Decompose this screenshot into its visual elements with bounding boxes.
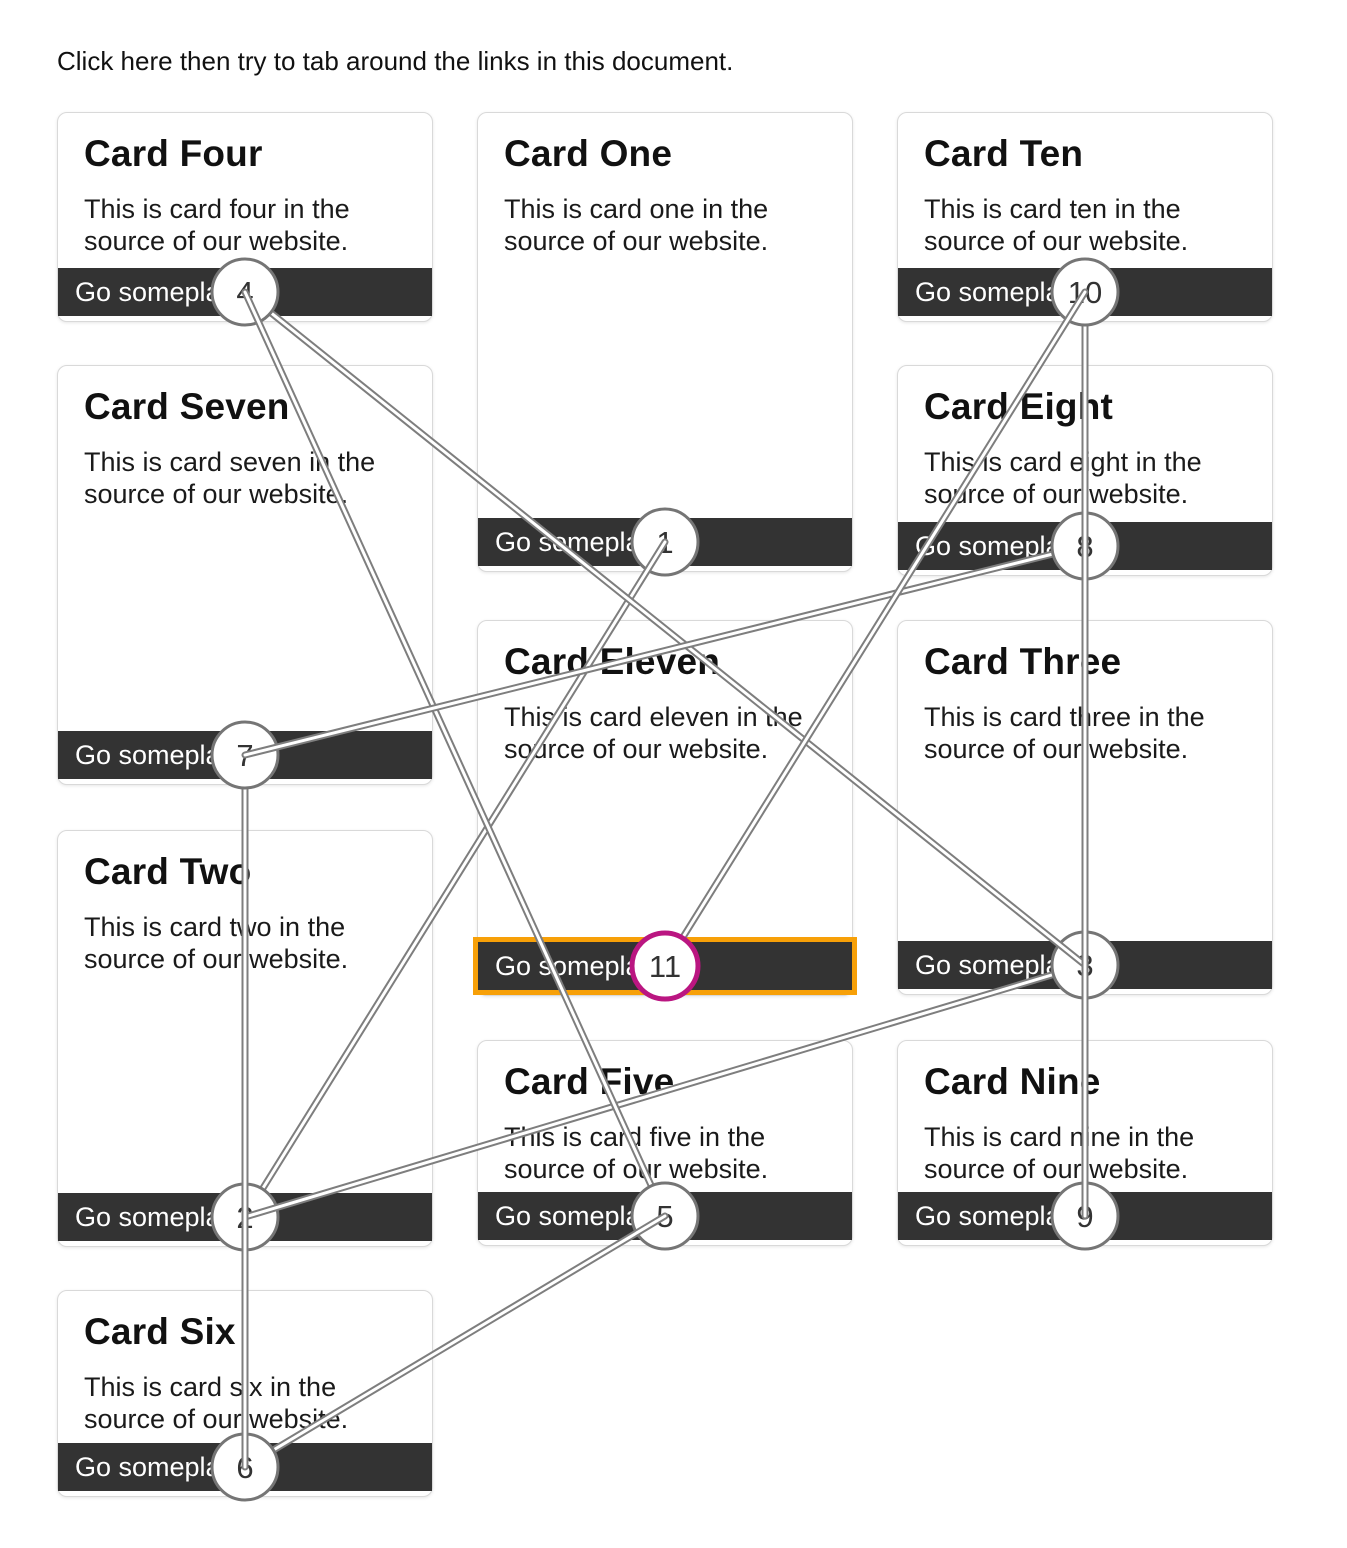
card-title: Card Three: [924, 641, 1122, 682]
card-title: Card Five: [504, 1061, 675, 1102]
card-title: Card Two: [84, 851, 252, 892]
card-five: Card Five This is card five in the sourc…: [477, 1040, 853, 1246]
card-eight: Card Eight This is card eight in the sou…: [897, 365, 1273, 576]
go-someplace-link[interactable]: Go someplace: [898, 941, 1272, 989]
card-eleven: Card Eleven This is card eleven in the s…: [473, 620, 857, 996]
card-three: Card Three This is card three in the sou…: [897, 620, 1273, 995]
go-someplace-link[interactable]: Go someplace: [58, 1443, 432, 1491]
go-someplace-link[interactable]: Go someplace: [58, 268, 432, 316]
card-title: Card Seven: [84, 386, 290, 427]
card-four: Card Four This is card four in the sourc…: [57, 112, 433, 322]
card-nine: Card Nine This is card nine in the sourc…: [897, 1040, 1273, 1246]
card-two: Card Two This is card two in the source …: [57, 830, 433, 1247]
card-one: Card One This is card one in the source …: [477, 112, 853, 572]
go-someplace-link[interactable]: Go someplace: [58, 1193, 432, 1241]
go-someplace-link[interactable]: Go someplace: [898, 522, 1272, 570]
card-body: This is card six in the source of our we…: [84, 1372, 349, 1435]
card-body: This is card nine in the source of our w…: [924, 1122, 1195, 1185]
card-title: Card Ten: [924, 133, 1084, 174]
go-someplace-link-focused[interactable]: Go someplace: [473, 937, 857, 995]
go-someplace-link[interactable]: Go someplace: [478, 1192, 852, 1240]
go-someplace-link[interactable]: Go someplace: [898, 268, 1272, 316]
card-body: This is card eleven in the source of our…: [504, 702, 803, 765]
card-title: Card Eight: [924, 386, 1114, 427]
card-body: This is card one in the source of our we…: [504, 194, 769, 257]
go-someplace-link[interactable]: Go someplace: [898, 1192, 1272, 1240]
card-title: Card One: [504, 133, 673, 174]
intro-text: Click here then try to tab around the li…: [57, 46, 734, 76]
card-body: This is card five in the source of our w…: [504, 1122, 769, 1185]
card-six: Card Six This is card six in the source …: [57, 1290, 433, 1497]
card-seven: Card Seven This is card seven in the sou…: [57, 365, 433, 785]
card-title: Card Six: [84, 1311, 236, 1352]
card-title: Card Eleven: [504, 641, 721, 682]
card-body: This is card eight in the source of our …: [924, 447, 1202, 510]
card-body: This is card three in the source of our …: [924, 702, 1205, 765]
card-body: This is card four in the source of our w…: [84, 194, 350, 257]
card-title: Card Nine: [924, 1061, 1101, 1102]
card-ten: Card Ten This is card ten in the source …: [897, 112, 1273, 322]
card-title: Card Four: [84, 133, 263, 174]
go-someplace-link[interactable]: Go someplace: [478, 518, 852, 566]
go-someplace-link[interactable]: Go someplace: [58, 731, 432, 779]
card-body: This is card two in the source of our we…: [84, 912, 349, 975]
card-body: This is card ten in the source of our we…: [924, 194, 1189, 257]
card-body: This is card seven in the source of our …: [84, 447, 376, 510]
